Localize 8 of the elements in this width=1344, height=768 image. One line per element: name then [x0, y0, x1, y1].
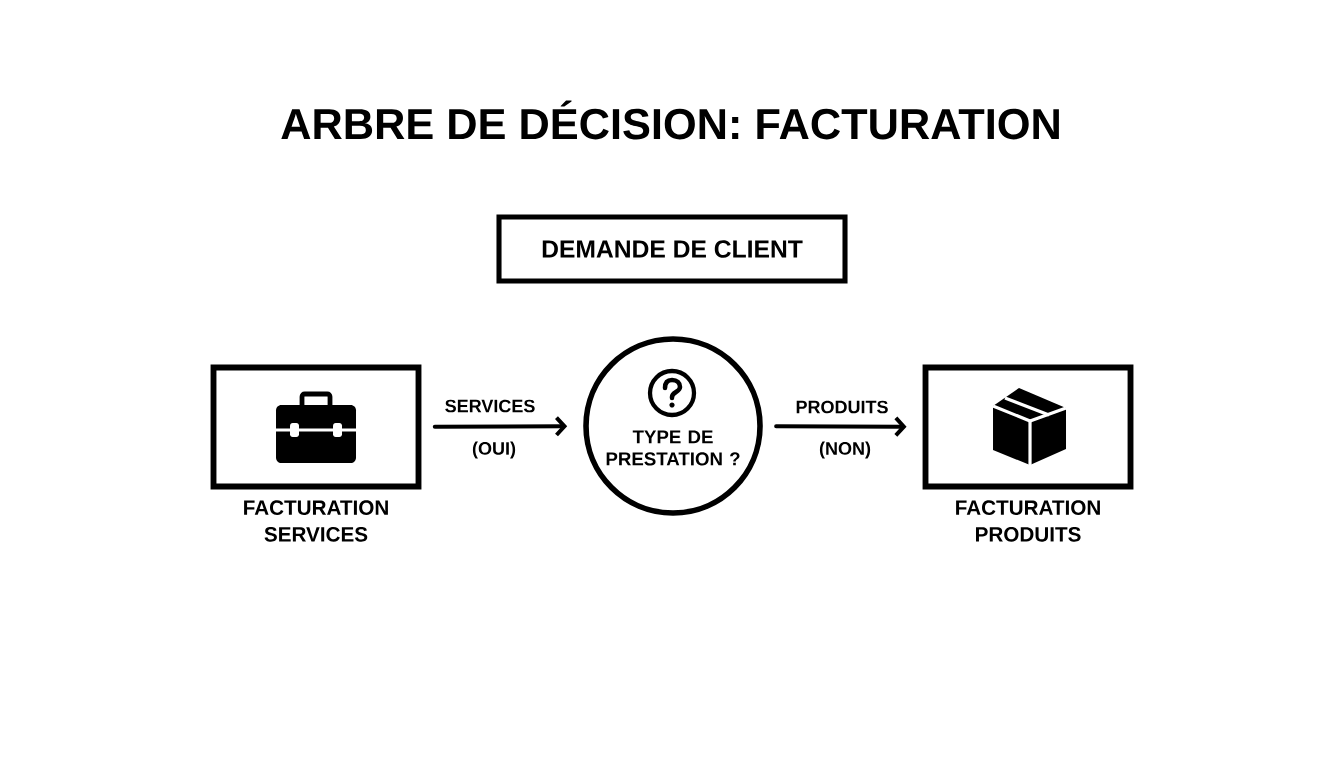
- title: ARBRE DE DÉCISION: FACTURATION: [281, 100, 1059, 140]
- condition-label: (OUI): [472, 441, 516, 459]
- process-box: DEMANDE DE CLIENT: [496, 214, 848, 284]
- condition-label: (NON): [819, 441, 871, 459]
- box-label: FACTURATION SERVICES: [244, 500, 388, 542]
- edge-label: SERVICES: [443, 398, 537, 414]
- box-label: FACTURATION PRODUITS: [956, 500, 1100, 542]
- edge-label: PRODUITS: [794, 399, 890, 415]
